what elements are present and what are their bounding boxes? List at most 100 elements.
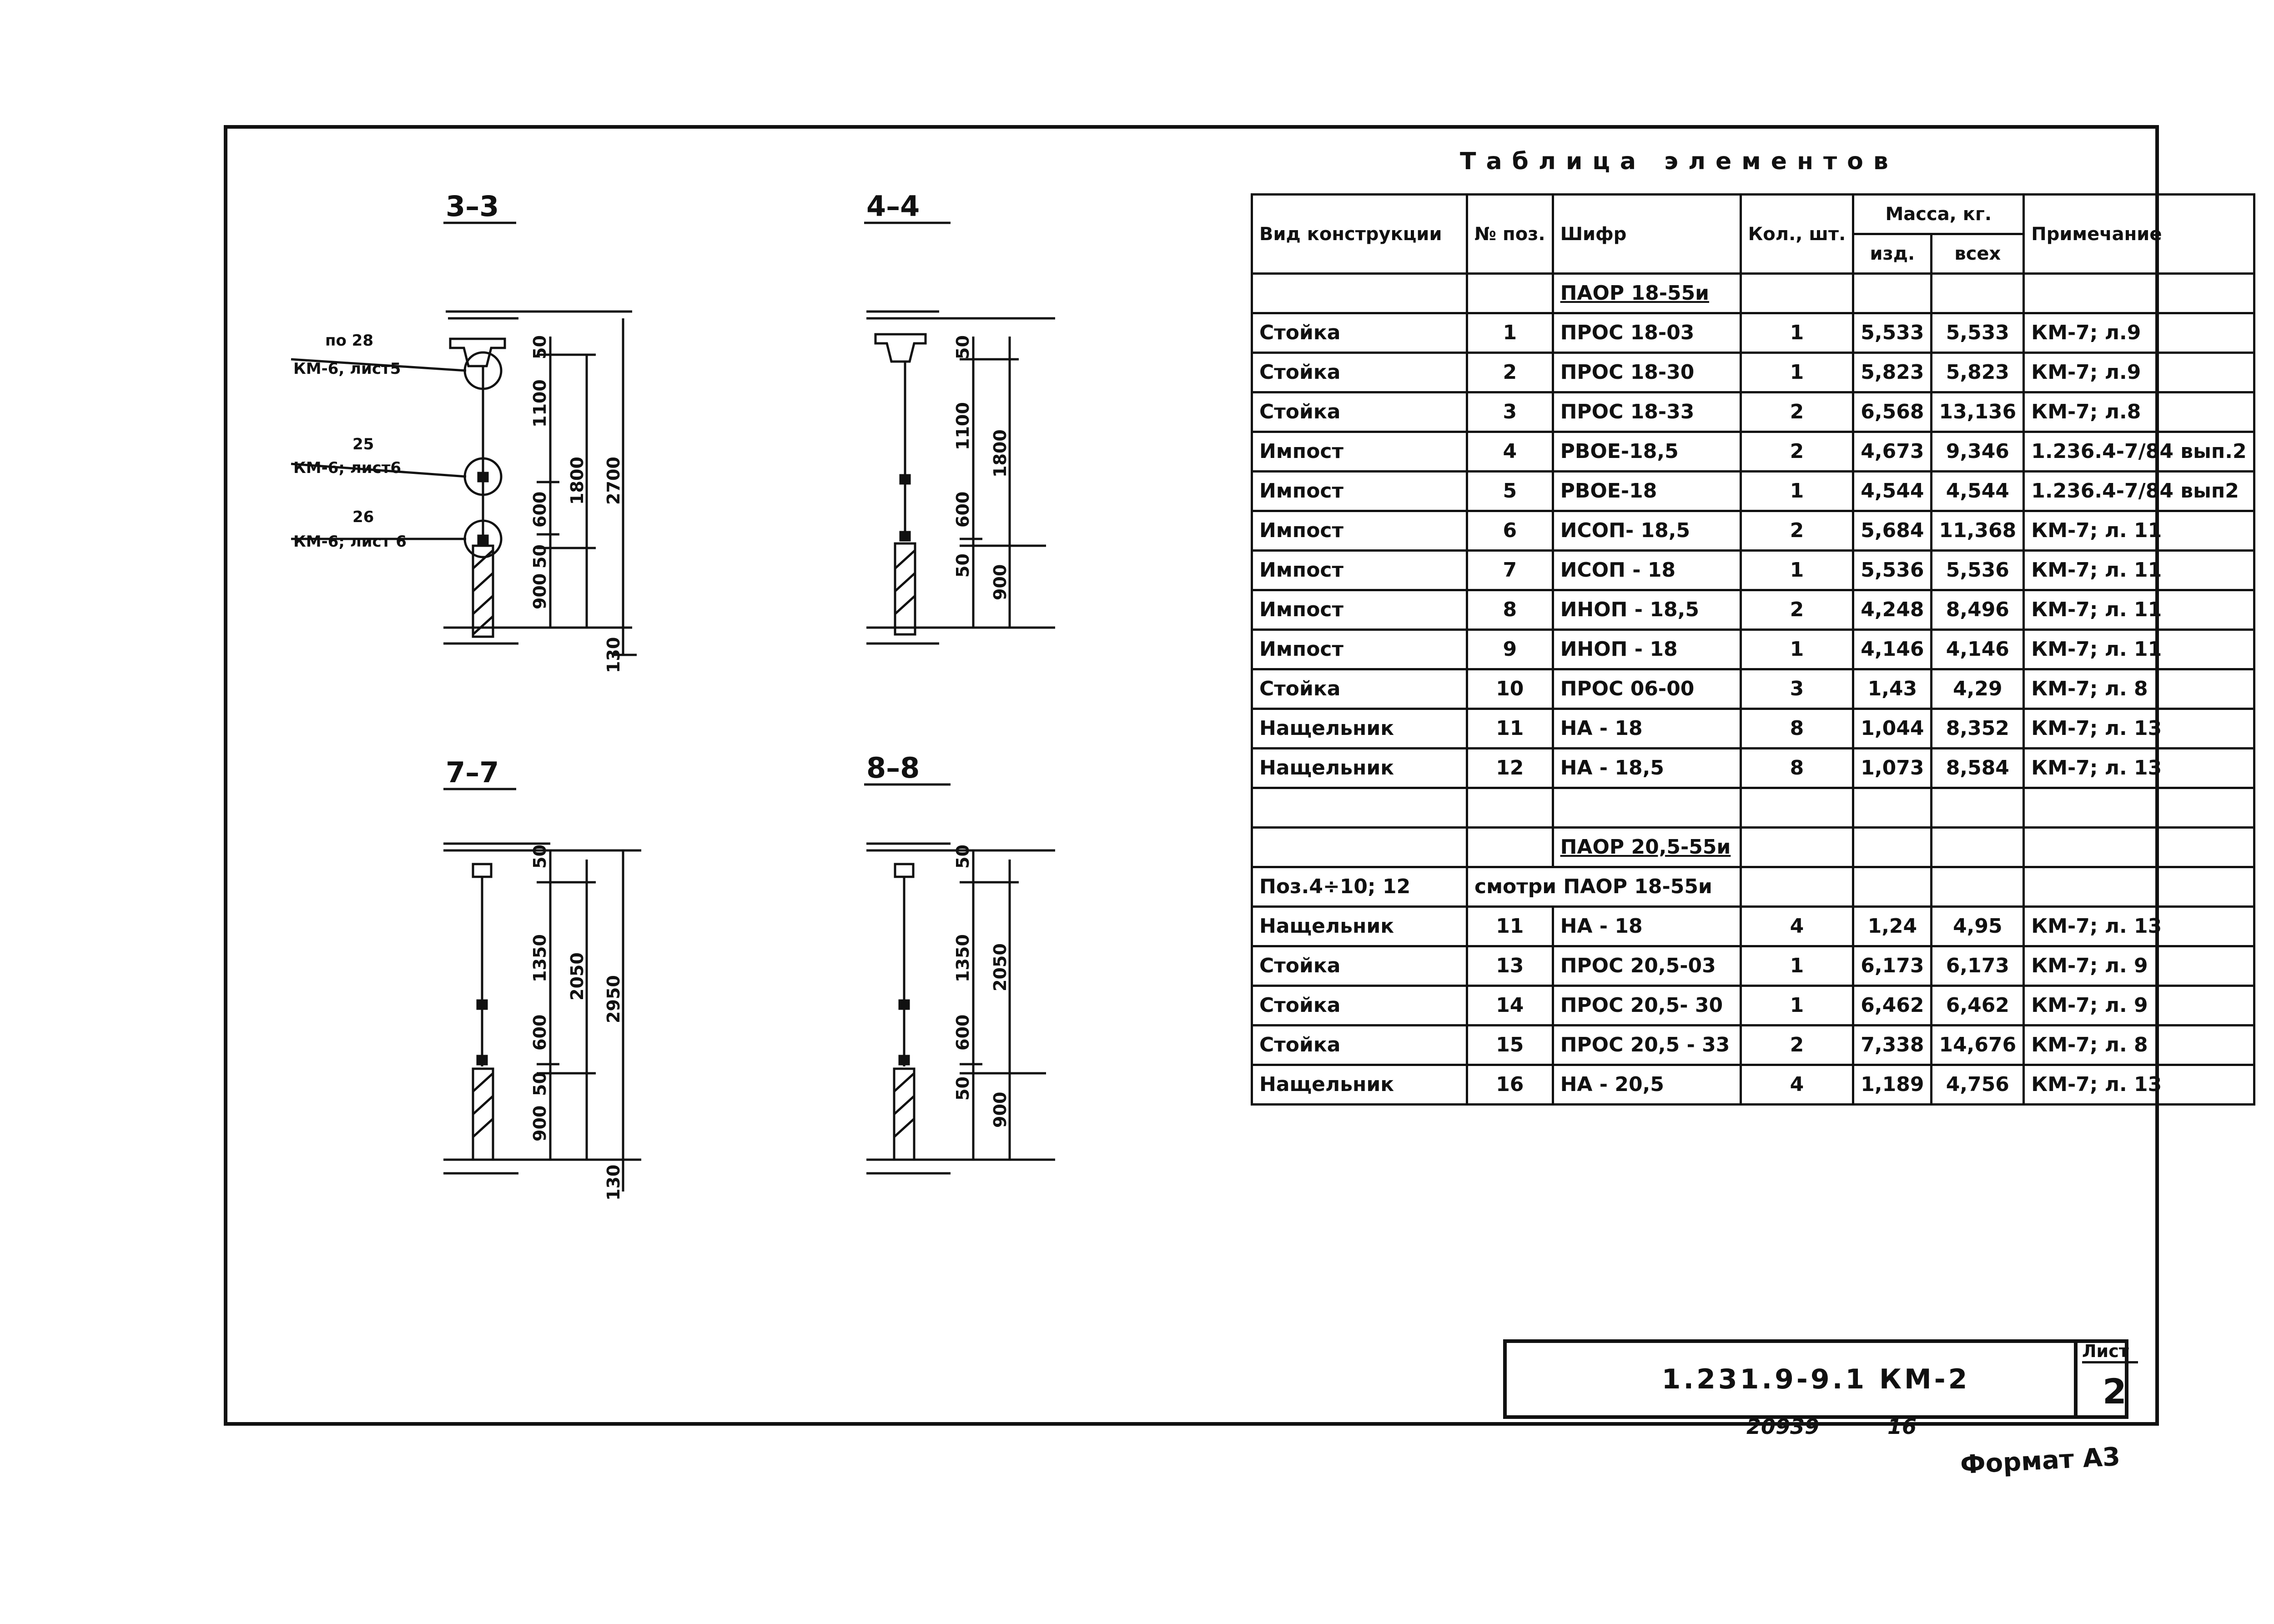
- cell-mass-all: 13,136: [1930, 391, 2025, 433]
- cell-mass-item: 6,568: [1852, 391, 1933, 433]
- cell-qty: 1: [1739, 312, 1855, 354]
- cell-note: КМ-7; л.9: [2022, 312, 2255, 354]
- cell-mass-all: 8,496: [1930, 589, 2025, 631]
- sheet-box: Лист 2: [2074, 1339, 2159, 1419]
- ref-code: смотри ПАОР 18-55и: [1466, 866, 1742, 908]
- cell-mass-all: 11,368: [1930, 510, 2025, 552]
- cell-note: КМ-7; л. 11: [2022, 628, 2255, 670]
- cell-pos: 11: [1466, 905, 1554, 947]
- header-type: Вид конструкции: [1251, 193, 1468, 275]
- section-title-8-8: 8–8: [866, 751, 920, 784]
- dim-50-b: 50: [530, 544, 550, 568]
- dim-77-50-b: 50: [530, 1072, 550, 1096]
- cell-code: ПРОС 18-33: [1551, 391, 1742, 433]
- cell-code: ПРОС 20,5 - 33: [1551, 1024, 1742, 1066]
- cell-mass-item: 1,43: [1852, 668, 1933, 710]
- dim-130: 130: [604, 637, 624, 673]
- section-title-7-7: 7–7: [446, 756, 499, 789]
- cell-mass-all: 4,756: [1930, 1064, 2025, 1106]
- cell-mass-all: 6,462: [1930, 985, 2025, 1026]
- elements-table: Вид конструкции № поз. Шифр Кол., шт. Ма…: [1251, 193, 2255, 1106]
- cell-code: ПРОС 20,5- 30: [1551, 985, 1742, 1026]
- group-1-name: ПАОР 18-55и: [1551, 272, 1742, 314]
- section-title-3-3: 3–3: [446, 190, 499, 223]
- cell-mass-item: 5,684: [1852, 510, 1933, 552]
- cell-mass-item: 5,533: [1852, 312, 1933, 354]
- dim-44-50: 50: [953, 335, 973, 359]
- dim-88-1350: 1350: [953, 934, 973, 982]
- cell-qty: 2: [1739, 510, 1855, 552]
- cell-mass-all: 8,584: [1930, 747, 2025, 789]
- header-pos: № поз.: [1466, 193, 1554, 275]
- dim-2700: 2700: [604, 457, 624, 505]
- cell-pos: 4: [1466, 431, 1554, 473]
- dim-600: 600: [530, 492, 550, 528]
- cell-mass-all: 4,29: [1930, 668, 2025, 710]
- cell-mass-item: 6,462: [1852, 985, 1933, 1026]
- cell-mass-all: 8,352: [1930, 708, 2025, 749]
- cell-pos: 7: [1466, 549, 1554, 591]
- cell-type: Стойка: [1251, 985, 1468, 1026]
- section-title-4-4: 4–4: [866, 190, 920, 223]
- dim-88-900: 900: [990, 1092, 1010, 1128]
- cell-code: РВОЕ-18,5: [1551, 431, 1742, 473]
- callout-1-bottom: КМ-6, лист5: [293, 360, 401, 378]
- cell-pos: 13: [1466, 945, 1554, 987]
- cell-code: ИНОП - 18: [1551, 628, 1742, 670]
- cell-code: НА - 18: [1551, 708, 1742, 749]
- cell-type: Нащельник: [1251, 747, 1468, 789]
- dim-44-900: 900: [990, 564, 1010, 600]
- cell-mass-item: 4,544: [1852, 470, 1933, 512]
- cell-note: КМ-7; л.8: [2022, 391, 2255, 433]
- dim-88-50: 50: [953, 845, 973, 869]
- cell-note: 1.236.4-7/84 вып.2: [2022, 431, 2255, 473]
- cell-qty: 2: [1739, 1024, 1855, 1066]
- cell-type: Стойка: [1251, 1024, 1468, 1066]
- cell-note: КМ-7; л. 11: [2022, 549, 2255, 591]
- header-note: Примечание: [2022, 193, 2255, 275]
- cell-mass-all: 6,173: [1930, 945, 2025, 987]
- cell-mass-all: 5,533: [1930, 312, 2025, 354]
- cell-code: ПРОС 20,5-03: [1551, 945, 1742, 987]
- callout-2-top: 25: [352, 435, 374, 453]
- cell-mass-item: 4,673: [1852, 431, 1933, 473]
- dim-44-600: 600: [953, 492, 973, 528]
- footer-number: 16: [1887, 1414, 1917, 1439]
- cell-qty: 1: [1739, 352, 1855, 393]
- dim-77-1350: 1350: [530, 934, 550, 982]
- cell-mass-all: 14,676: [1930, 1024, 2025, 1066]
- dim-44-50-b: 50: [953, 553, 973, 578]
- dim-77-2050: 2050: [567, 952, 587, 1001]
- cell-qty: 1: [1739, 628, 1855, 670]
- cell-type: Импост: [1251, 431, 1468, 473]
- cell-code: НА - 18,5: [1551, 747, 1742, 789]
- cell-qty: 2: [1739, 431, 1855, 473]
- cell-type: Импост: [1251, 628, 1468, 670]
- dim-1100: 1100: [530, 379, 550, 427]
- cell-type: Стойка: [1251, 668, 1468, 710]
- callout-3-top: 26: [352, 508, 374, 526]
- cell-code: ИНОП - 18,5: [1551, 589, 1742, 631]
- cell-qty: 8: [1739, 747, 1855, 789]
- cell-pos: 11: [1466, 708, 1554, 749]
- cell-qty: 4: [1739, 905, 1855, 947]
- cell-pos: 8: [1466, 589, 1554, 631]
- cell-type: Нащельник: [1251, 905, 1468, 947]
- cell-note: КМ-7; л. 13: [2022, 905, 2255, 947]
- cell-code: НА - 18: [1551, 905, 1742, 947]
- cell-mass-item: 5,536: [1852, 549, 1933, 591]
- cell-type: Импост: [1251, 589, 1468, 631]
- cell-pos: 15: [1466, 1024, 1554, 1066]
